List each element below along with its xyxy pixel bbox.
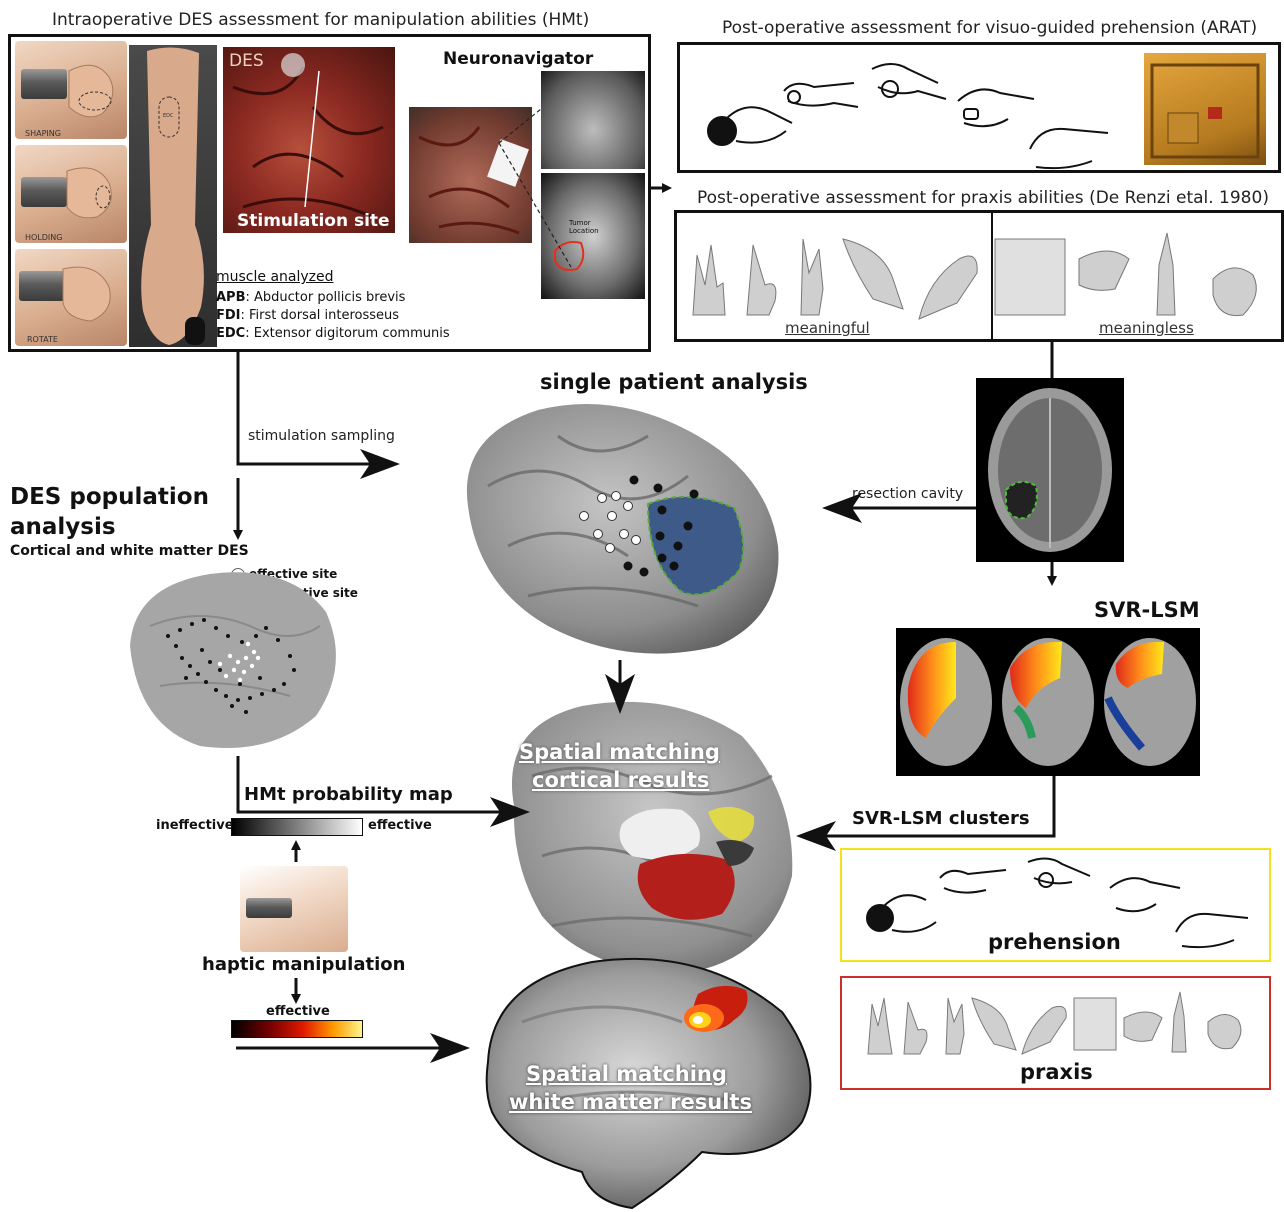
muscle-desc: : Abductor pollicis brevis (246, 290, 406, 305)
svr-lsm-brain-slices (896, 628, 1200, 776)
praxis-assessment-panel: meaningful meaningless (674, 210, 1284, 342)
svr-lsm-maps (896, 628, 1200, 776)
gesture-hand-photos (683, 219, 1283, 329)
single-patient-brain (448, 396, 788, 666)
white-matter-line-1: Spatial matching (526, 1062, 727, 1086)
des-pop-subtitle: Cortical and white matter DES (10, 543, 249, 559)
praxis-gesture-photos (854, 988, 1264, 1058)
cortical-line-2: cortical results (532, 768, 709, 792)
cylinder-object (246, 898, 292, 918)
meaningful-label: meaningful (785, 319, 870, 337)
hmt-effective-label: effective (368, 818, 432, 833)
arat-panel (677, 42, 1281, 173)
svr-lsm-clusters-label: SVR-LSM clusters (852, 808, 1030, 829)
praxis-label: praxis (1020, 1060, 1093, 1084)
praxis-box: praxis (840, 976, 1271, 1090)
muscle-list: APB: Abductor pollicis brevis FDI: First… (216, 289, 450, 343)
meaningless-label: meaningless (1099, 319, 1194, 337)
muscle-desc: : First dorsal interosseus (241, 308, 400, 323)
praxis-assessment-title: Post-operative assessment for praxis abi… (697, 188, 1269, 208)
single-patient-title: single patient analysis (540, 370, 808, 394)
muscle-desc: : Extensor digitorum communis (245, 326, 449, 341)
cortical-line-1: Spatial matching (519, 740, 720, 764)
muscle-item: EDC: Extensor digitorum communis (216, 325, 450, 343)
arat-title: Post-operative assessment for visuo-guid… (722, 18, 1257, 38)
muscle-item: APB: Abductor pollicis brevis (216, 289, 450, 307)
svr-lsm-title: SVR-LSM (1094, 598, 1200, 622)
prehension-hand-drawings (696, 49, 1166, 174)
resection-mri (976, 378, 1124, 562)
muscle-title: muscle analyzed (216, 269, 334, 285)
axial-mri-image (976, 378, 1124, 562)
hmt-ineffective-label: ineffective (156, 818, 234, 833)
haptic-title: haptic manipulation (202, 954, 405, 975)
haptic-effective-label: effective (266, 1004, 330, 1019)
toolbox-detail (1144, 53, 1266, 165)
prehension-box: prehension (840, 848, 1271, 962)
arat-toolbox-photo (1144, 53, 1266, 165)
hmt-map-title: HMt probability map (244, 784, 453, 805)
resection-cavity-label: resection cavity (852, 486, 963, 502)
intraop-panel: SHAPING HOLDING ROTATE EDC (8, 34, 651, 352)
cortical-results-brain (492, 696, 802, 976)
muscle-abbr: APB (216, 290, 246, 305)
muscle-abbr: EDC (216, 326, 245, 341)
haptic-hand-photo (240, 866, 348, 952)
hmt-colorbar (231, 818, 363, 836)
stimulation-sampling-label: stimulation sampling (248, 428, 395, 444)
muscle-abbr: FDI (216, 308, 241, 323)
des-pop-title-1: DES population (10, 484, 209, 510)
white-matter-line-2: white matter results (509, 1090, 752, 1114)
muscle-item: FDI: First dorsal interosseus (216, 307, 450, 325)
des-population-brain (120, 566, 350, 756)
prehension-label: prehension (988, 930, 1121, 954)
des-pop-title-2: analysis (10, 514, 116, 540)
intraop-title: Intraoperative DES assessment for manipu… (52, 10, 589, 30)
haptic-colorbar (231, 1020, 363, 1038)
